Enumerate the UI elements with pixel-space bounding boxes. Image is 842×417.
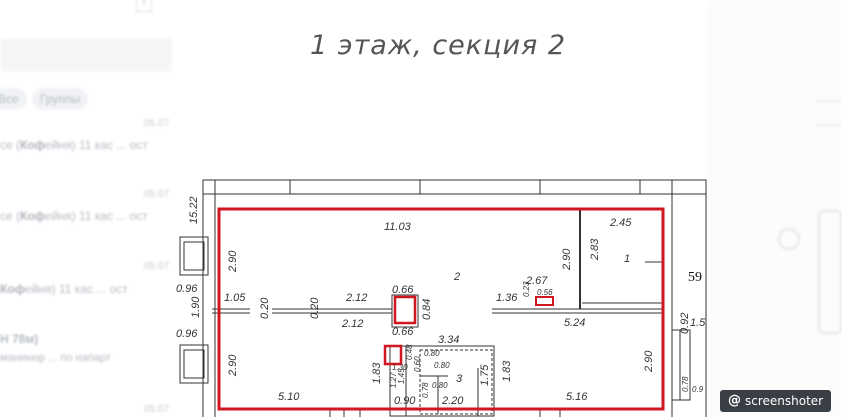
- dim-bottom-090: 0.90: [394, 395, 416, 407]
- floor-plan-title: 1 этаж, секция 2: [310, 30, 567, 61]
- scroll-panel: [818, 210, 842, 334]
- chat-time: 05.07: [144, 118, 170, 129]
- dim-mid-290: 2.90: [561, 248, 573, 271]
- dim-bottom-220: 2.20: [441, 395, 464, 407]
- circle-icon: [778, 228, 800, 250]
- dim-bottom-516: 5.16: [566, 391, 588, 403]
- dim-left-height: 15.22: [188, 196, 200, 224]
- dim-left-190: 1.90: [190, 296, 202, 318]
- chat-item[interactable]: маникюр ... по напарт: [0, 352, 111, 364]
- watermark-label: screenshoter: [745, 394, 824, 408]
- dim-right-top: 2.45: [609, 217, 632, 229]
- dim-mid-283: 2.83: [589, 238, 601, 261]
- divider: [816, 100, 842, 102]
- dim-s-145: 1.45: [397, 368, 406, 384]
- at-icon: @: [728, 393, 741, 408]
- dim-s-080c: 0.80: [432, 381, 448, 390]
- dim-bottom-510: 5.10: [278, 391, 300, 403]
- room-3-label: 3: [456, 373, 463, 385]
- screenshoter-watermark: @ screenshoter: [720, 390, 832, 412]
- background-chat-list: + Все Группы се (Кофейня) 11 кас ... ост…: [0, 0, 200, 417]
- dim-w-183a: 1.83: [371, 362, 383, 384]
- dim-mid-023: 0.23: [522, 281, 531, 297]
- dim-col-066-top: 0.66: [392, 284, 414, 296]
- unit-number: 59: [688, 270, 702, 285]
- dim-s-060: 0.60: [413, 356, 422, 372]
- dim-w-183b: 1.83: [501, 360, 513, 382]
- unit-outline: [217, 207, 665, 411]
- dim-s-080b: 0.80: [434, 361, 450, 370]
- column-outline: [393, 295, 417, 325]
- background-side-panel: [706, 0, 842, 417]
- dim-s-080a: 0.80: [424, 349, 440, 358]
- shaft-outline: [535, 296, 554, 306]
- dim-w-175: 1.75: [479, 364, 491, 386]
- chat-time: 05.07: [144, 189, 170, 200]
- building-outline: [202, 179, 707, 417]
- dim-right-078: 0.78: [681, 376, 690, 392]
- chat-item[interactable]: Н 78м): [0, 332, 39, 346]
- dim-col-212-bottom: 2.12: [341, 318, 363, 330]
- add-icon: +: [136, 0, 152, 12]
- chat-item[interactable]: се (Кофейня) 11 кас ... ост: [0, 209, 148, 223]
- divider: [816, 124, 842, 126]
- chat-item[interactable]: Кофейня) 11 кас ... ост: [0, 282, 128, 296]
- dim-right-09: 0.9: [692, 385, 704, 394]
- dim-wall-020b: 0.20: [309, 297, 321, 319]
- dim-right-15: 1.5: [690, 317, 706, 329]
- dim-wall-020a: 0.20: [259, 297, 271, 319]
- search-bar[interactable]: [0, 38, 172, 72]
- dim-s-078: 0.78: [421, 382, 430, 398]
- room-2-label: 2: [453, 271, 460, 283]
- dim-col-066-bottom: 0.66: [392, 326, 414, 338]
- dim-s-130: 1.30: [392, 363, 408, 372]
- tab-all[interactable]: Все: [0, 88, 27, 110]
- tab-groups[interactable]: Группы: [32, 88, 88, 110]
- dim-left-096b: 0.96: [176, 328, 198, 340]
- chat-time: 05.07: [144, 404, 170, 415]
- dim-s-127: 1.27: [389, 372, 398, 388]
- chat-item[interactable]: се (Кофейня) 11 кас ... ост: [0, 138, 148, 152]
- dim-left-window-top: 2.90: [227, 250, 239, 273]
- dim-left-096a: 0.96: [176, 283, 198, 295]
- dim-mid-267: 2.67: [525, 275, 548, 287]
- dim-mid-524: 5.24: [564, 317, 585, 329]
- dim-top-width: 11.03: [384, 221, 412, 233]
- chat-time: 05.07: [144, 261, 170, 272]
- room-1-label: 1: [624, 253, 630, 265]
- dim-mid-136: 1.36: [496, 292, 518, 304]
- dim-col-084: 0.84: [421, 299, 433, 320]
- dim-left-window-bottom: 2.90: [227, 354, 239, 377]
- dim-right-290: 2.90: [643, 350, 655, 373]
- dim-right-092: 0.92: [679, 313, 691, 334]
- dim-mid-334: 3.34: [438, 334, 459, 346]
- dim-mid-056: 0.56: [537, 288, 553, 297]
- dim-col-212-top: 2.12: [345, 292, 367, 304]
- dim-s-048: 0.48: [405, 344, 414, 360]
- dim-wall-105: 1.05: [224, 292, 246, 304]
- shaft-outline: [383, 344, 403, 366]
